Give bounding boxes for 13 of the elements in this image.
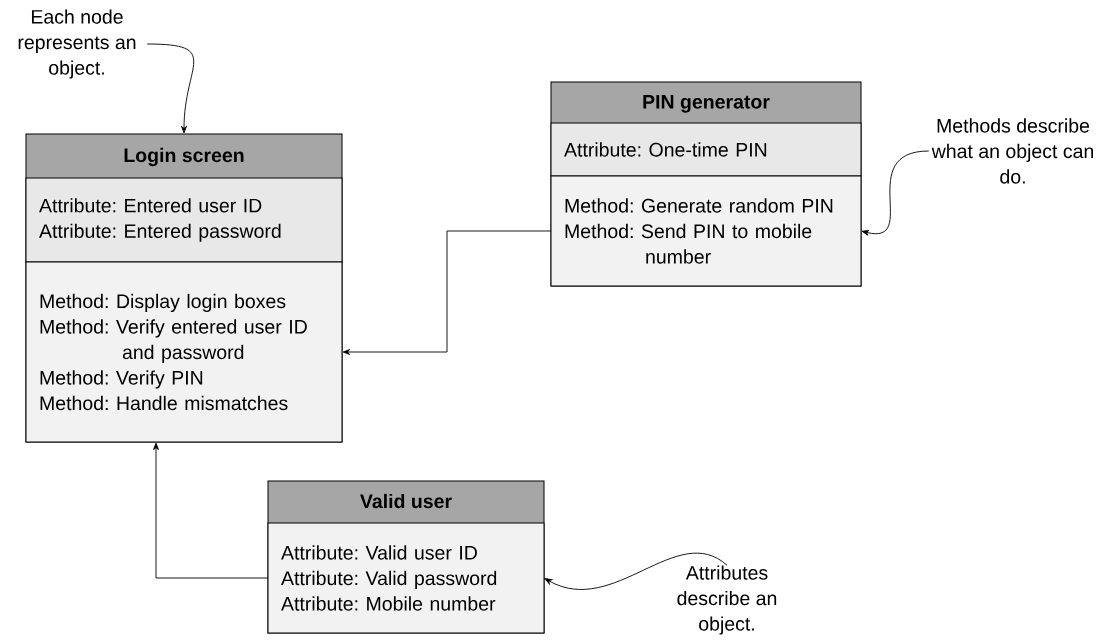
callout-text: Attributes describe an object. (677, 565, 777, 635)
compartment-box: Attribute: Valid user ID Attribute: Valid password Attribute: Mobile number (267, 522, 545, 634)
compartment-box: Attribute: One-time PIN (550, 122, 862, 177)
leader-line (861, 150, 930, 236)
compartment-box: Method: Generate random PIN Method: Send PIN to mobile number (550, 175, 862, 287)
leader-line (544, 552, 728, 590)
connector-arrow (342, 230, 552, 355)
leader-line (146, 43, 195, 134)
compartment-box: Method: Display login boxes Method: Verify entered user ID and password Method: Verify PIN Method: Handle mismatches (25, 261, 343, 443)
compartment-box: Attribute: Entered user ID Attribute: Entered password (25, 177, 343, 263)
connector-arrow (153, 442, 269, 579)
callout-text: Each node represents an object. (18, 9, 136, 79)
callout-text: Methods describe what an object can do. (931, 118, 1093, 184)
